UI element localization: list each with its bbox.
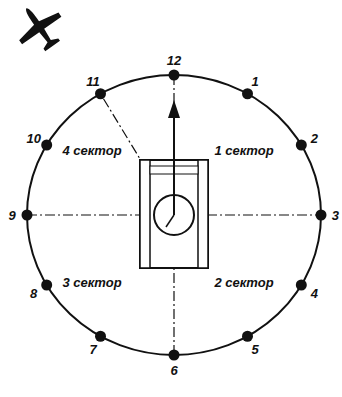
- clock-number: 12: [167, 54, 181, 67]
- clock-number: 1: [251, 74, 258, 87]
- tank: [140, 100, 208, 268]
- axes: [27, 75, 321, 355]
- clock-dot: [169, 70, 180, 81]
- sector-label: 4 сектор: [62, 144, 121, 157]
- clock-number: 2: [311, 131, 318, 144]
- clock-number: 10: [26, 131, 40, 144]
- turret-hatch: [166, 215, 174, 227]
- airplane: [7, 0, 73, 60]
- clock-dot: [296, 140, 307, 151]
- clock-number: 11: [86, 74, 100, 87]
- clock-circle: [27, 75, 321, 355]
- clock-number: 8: [30, 286, 37, 299]
- sector-label: 2 сектор: [214, 276, 273, 289]
- clock-number: 3: [332, 209, 339, 222]
- airplane-silhouette: [7, 0, 73, 60]
- sector-label: 1 сектор: [214, 144, 273, 157]
- clock-dot: [22, 210, 33, 221]
- clock-number: 4: [311, 286, 318, 299]
- clock-dot: [41, 280, 52, 291]
- clock-dot: [296, 280, 307, 291]
- clock-number: 7: [89, 343, 96, 356]
- clock-dot: [95, 331, 106, 342]
- clock-dot: [316, 210, 327, 221]
- arrow-head: [168, 100, 180, 118]
- clock-dot: [169, 350, 180, 361]
- clock-number: 5: [251, 343, 258, 356]
- sector-label: 3 сектор: [62, 276, 121, 289]
- tank-track: [140, 160, 150, 268]
- clock-dots: [22, 70, 327, 361]
- clock-dot: [242, 88, 253, 99]
- clock-number: 9: [8, 209, 15, 222]
- gun-barrel: [173, 112, 175, 215]
- clock-dot: [41, 140, 52, 151]
- tank-track: [198, 160, 208, 268]
- clock-dot: [95, 88, 106, 99]
- clock-dot: [242, 331, 253, 342]
- clock-number: 6: [170, 364, 177, 377]
